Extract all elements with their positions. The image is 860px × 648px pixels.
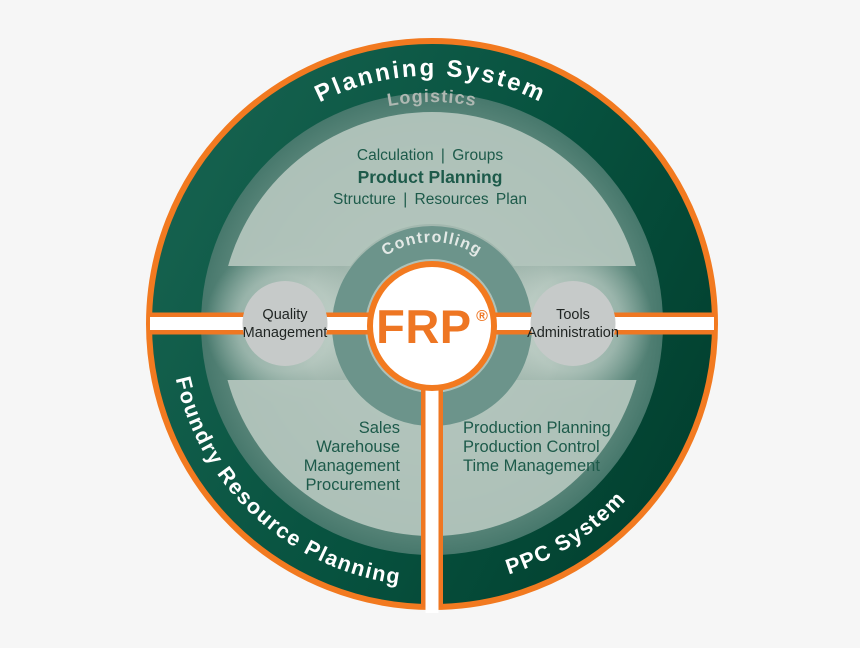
sales-section-line: Warehouse <box>316 438 400 456</box>
frp-center-circle <box>367 261 497 391</box>
vertical-divider-orange-right <box>438 380 443 607</box>
vertical-divider-white <box>425 380 439 613</box>
sales-section-line: Procurement <box>306 476 401 494</box>
production-section-line: Production Planning <box>463 419 611 437</box>
top-panel <box>228 112 636 267</box>
quality-management-node <box>242 281 328 366</box>
frp-label-text: FRP <box>376 300 472 353</box>
tools-administration-label-line1: Tools <box>556 307 590 323</box>
quality-management-label-line2: Management <box>243 325 328 341</box>
production-section-line: Time Management <box>463 457 600 475</box>
bottom-right-panel <box>443 380 637 536</box>
vertical-divider-orange-left <box>421 380 426 607</box>
frp-center-label: FRP ® <box>376 300 488 353</box>
bottom-left-panel <box>227 380 421 536</box>
frp-registered-mark: ® <box>476 308 488 325</box>
quality-management-label-line1: Quality <box>262 307 308 323</box>
sales-section-line: Sales <box>359 419 400 437</box>
tools-administration-node <box>530 281 616 366</box>
tools-administration-label-line2: Administration <box>527 325 619 341</box>
planning-section-line2: Product Planning <box>358 167 503 187</box>
production-section-line: Production Control <box>463 438 600 456</box>
planning-section-line1: Calculation | Groups <box>357 147 503 164</box>
planning-section-line3: Structure | Resources Plan <box>333 191 527 208</box>
sales-section-line: Management <box>304 457 401 475</box>
